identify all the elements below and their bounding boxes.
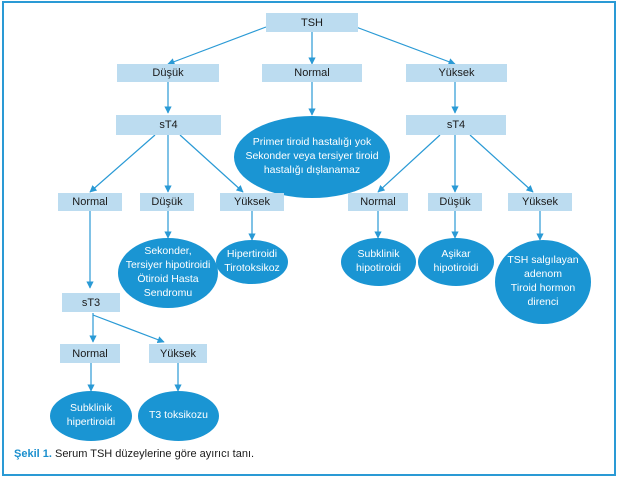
node-normal-bottom: Normal — [60, 344, 120, 363]
arrow-st4r-normal — [377, 134, 441, 193]
oval-text-line: hipertiroidi — [66, 416, 116, 428]
node-dusuk-left: Düşük — [140, 193, 194, 211]
node-st4-right: sT4 — [406, 115, 506, 135]
oval-text-line: hastalığı dışlanamaz — [263, 163, 361, 176]
node-t3-toksikozu: T3 toksikozu — [138, 391, 219, 441]
oval-text-line: Hipertiroidi — [226, 248, 278, 261]
node-normal-left: Normal — [58, 193, 122, 211]
caption-label: Şekil 1. — [14, 448, 52, 460]
oval-text-line: Subklinik — [69, 402, 113, 415]
node-dusuk-right: Düşük — [428, 193, 482, 211]
node-yuksek-left: Yüksek — [220, 193, 284, 211]
caption-text: Serum TSH düzeylerine göre ayırıcı tanı. — [51, 448, 255, 460]
node-tsh: TSH — [266, 13, 358, 32]
oval-text-line: Primer tiroid hastalığı yok — [252, 136, 372, 149]
oval-text-line: direnci — [527, 295, 559, 308]
oval-text-line: Ötiroid Hasta — [137, 273, 199, 285]
node-yuksek-bottom: Yüksek — [149, 344, 207, 363]
node-dusuk: Düşük — [117, 64, 219, 82]
node-normal-top: Normal — [262, 64, 362, 82]
figure-caption: Şekil 1. Serum TSH düzeylerine göre ayır… — [14, 448, 254, 460]
oval-text-line: Tersiyer hipotiroidi — [125, 259, 211, 272]
oval-text-line: hipotiroidi — [433, 262, 479, 274]
node-st4-left: sT4 — [116, 115, 221, 135]
oval-text-line: Subklinik — [357, 248, 400, 261]
arrow-tsh-dusuk — [167, 26, 267, 66]
oval-text-line: Tirotoksikoz — [224, 262, 280, 274]
arrow-st4l-normal — [89, 134, 156, 193]
oval-text-line: T3 toksikozu — [149, 409, 208, 422]
oval-text-line: TSH salgılayan — [507, 254, 579, 267]
arrow-st4l-yuksek — [179, 134, 244, 193]
oval-text-line: Aşikar — [441, 248, 471, 261]
node-st3: sT3 — [62, 293, 120, 312]
oval-text-line: Sekonder veya tersiyer tiroid — [245, 150, 379, 163]
node-yuksek-top: Yüksek — [406, 64, 507, 82]
oval-text-line: adenom — [524, 268, 562, 281]
oval-text-line: Sendromu — [143, 286, 193, 299]
oval-text-line: Sekonder, — [144, 245, 192, 258]
oval-text-line: hipotiroidi — [356, 262, 401, 274]
node-normal-right: Normal — [348, 193, 408, 211]
arrow-st4r-yuksek — [469, 134, 534, 193]
arrow-st3-yuksek — [92, 314, 165, 344]
arrow-tsh-yuksek — [355, 26, 456, 66]
oval-text-line: Tiroid hormon — [510, 282, 576, 294]
node-yuksek-right: Yüksek — [508, 193, 572, 211]
